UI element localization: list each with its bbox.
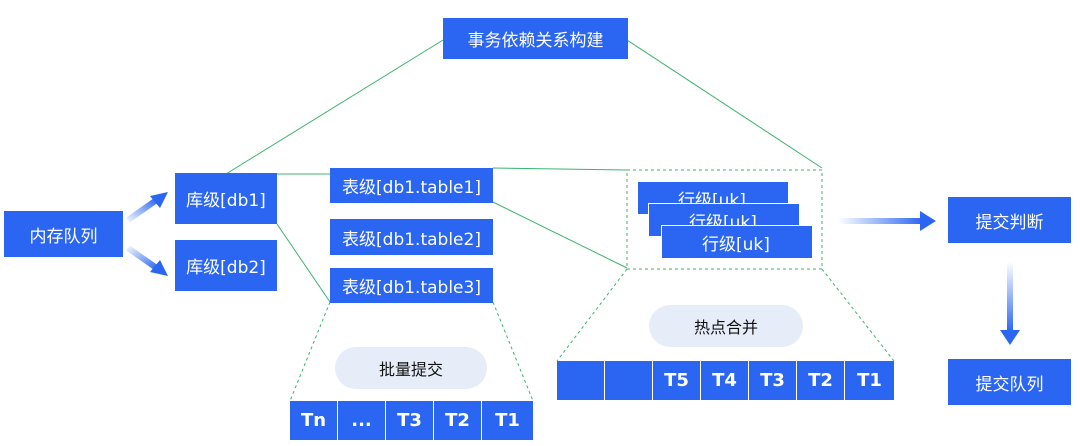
queue-cell: T1 (495, 410, 520, 431)
dashed-connectors (289, 169, 895, 402)
queue-cell (557, 361, 605, 400)
queue-cell: T3 (749, 361, 797, 400)
db-level-box-1: 库级[db1] (175, 173, 277, 224)
title-box: 事务依赖关系构建 (443, 18, 628, 59)
arrow-row-to-commit-decision (838, 211, 936, 231)
queue-cell: T3 (386, 401, 434, 440)
table-level-box-3: 表级[db1.table3] (330, 268, 493, 303)
queue-cell (605, 361, 653, 400)
queue-cell: T2 (797, 361, 845, 400)
memory-queue-box: 内存队列 (4, 211, 123, 257)
hotspot-queue: T5 T4 T3 T2 T1 (557, 361, 894, 400)
table-level-box-2: 表级[db1.table2] (330, 219, 493, 255)
queue-cell: T4 (701, 361, 749, 400)
arrow-mem-to-db2 (126, 245, 168, 276)
arrow-mem-to-db1 (126, 192, 168, 223)
arrow-decision-to-commit-queue (1000, 262, 1020, 345)
queue-cell: T5 (653, 361, 701, 400)
hotspot-merge-label: 热点合并 (649, 305, 803, 347)
queue-cell: ... (338, 401, 386, 440)
row-level-box-3: 行级[uk] (661, 225, 813, 259)
commit-decision-box: 提交判断 (948, 197, 1071, 243)
green-connectors (225, 39, 823, 303)
queue-cell: Tn (290, 401, 338, 440)
db-level-box-2: 库级[db2] (175, 240, 277, 291)
batch-queue: Tn ... T3 T2 T1 (290, 401, 533, 440)
batch-commit-label: 批量提交 (335, 347, 487, 389)
table-level-box-1: 表级[db1.table1] (330, 168, 493, 203)
commit-queue-box: 提交队列 (948, 359, 1071, 405)
queue-cell: T2 (434, 401, 482, 440)
queue-cell: T1 (857, 370, 882, 391)
